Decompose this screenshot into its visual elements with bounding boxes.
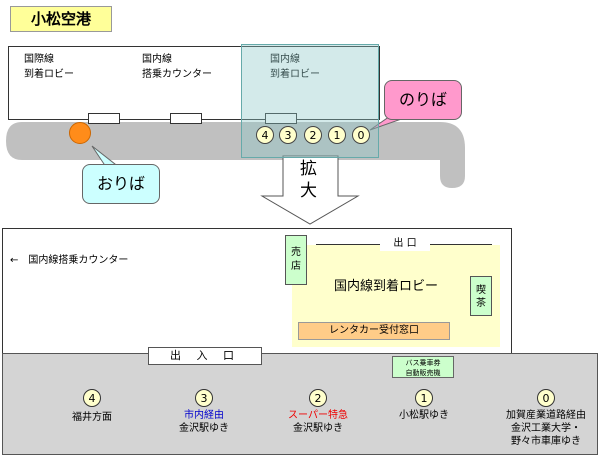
page-title: 小松空港 bbox=[10, 6, 112, 32]
checkin-direction-label: ← 国内線搭乗カウンター bbox=[10, 255, 129, 266]
road bbox=[6, 122, 465, 188]
shop-label: 売 店 bbox=[285, 235, 307, 285]
stop-circle: 2 bbox=[304, 126, 322, 144]
door bbox=[170, 113, 202, 124]
road-diagram bbox=[6, 111, 465, 225]
stop-number: 4 bbox=[83, 389, 101, 407]
door bbox=[88, 113, 120, 124]
stop-number: 0 bbox=[537, 389, 555, 407]
lobby-label: 国内線到着ロビー bbox=[334, 279, 439, 294]
stop-destination: 野々市車庫ゆき bbox=[511, 436, 581, 447]
stop-number: 1 bbox=[415, 389, 433, 407]
stop-number: 2 bbox=[309, 389, 327, 407]
exit-top-label: 出 口 bbox=[380, 237, 430, 251]
stop-number: 3 bbox=[195, 389, 213, 407]
stop-circle: 0 bbox=[352, 126, 370, 144]
stop-circle: 3 bbox=[279, 126, 297, 144]
bus-stop-area bbox=[2, 353, 598, 455]
stop-destination: 金沢工業大学・ bbox=[511, 423, 581, 434]
rental-car-counter: レンタカー受付窓口 bbox=[298, 322, 450, 340]
entrance-label: 出 入 口 bbox=[148, 347, 262, 365]
oriba-bubble: おりば bbox=[82, 164, 160, 204]
stop-destination: 金沢駅ゆき bbox=[293, 423, 343, 434]
alighting-point-marker bbox=[69, 122, 91, 144]
domestic-arrival-label: 国内線 到着ロビー bbox=[270, 54, 320, 80]
stop-destination: 福井方面 bbox=[72, 412, 112, 423]
stop-route: スーパー特急 bbox=[288, 410, 348, 421]
domestic-checkin-label: 国内線 搭乗カウンター bbox=[142, 54, 212, 80]
magnify-arrow bbox=[260, 155, 360, 225]
door bbox=[265, 113, 297, 124]
stop-circle: 4 bbox=[256, 126, 274, 144]
stop-circle: 1 bbox=[328, 126, 346, 144]
bus-ticket-machine: バス乗車券 自動販売機 bbox=[392, 356, 454, 378]
stop-route: 加賀産業道路経由 bbox=[506, 410, 586, 421]
stop-route: 市内経由 bbox=[184, 410, 224, 421]
noriba-bubble: のりば bbox=[384, 80, 462, 120]
stop-destination: 金沢駅ゆき bbox=[179, 423, 229, 434]
stop-destination: 小松駅ゆき bbox=[399, 410, 449, 421]
cafe-label: 喫 茶 bbox=[470, 276, 492, 316]
intl-arrival-label: 国際線 到着ロビー bbox=[24, 54, 74, 80]
magnify-label: 拡 大 bbox=[300, 159, 317, 201]
